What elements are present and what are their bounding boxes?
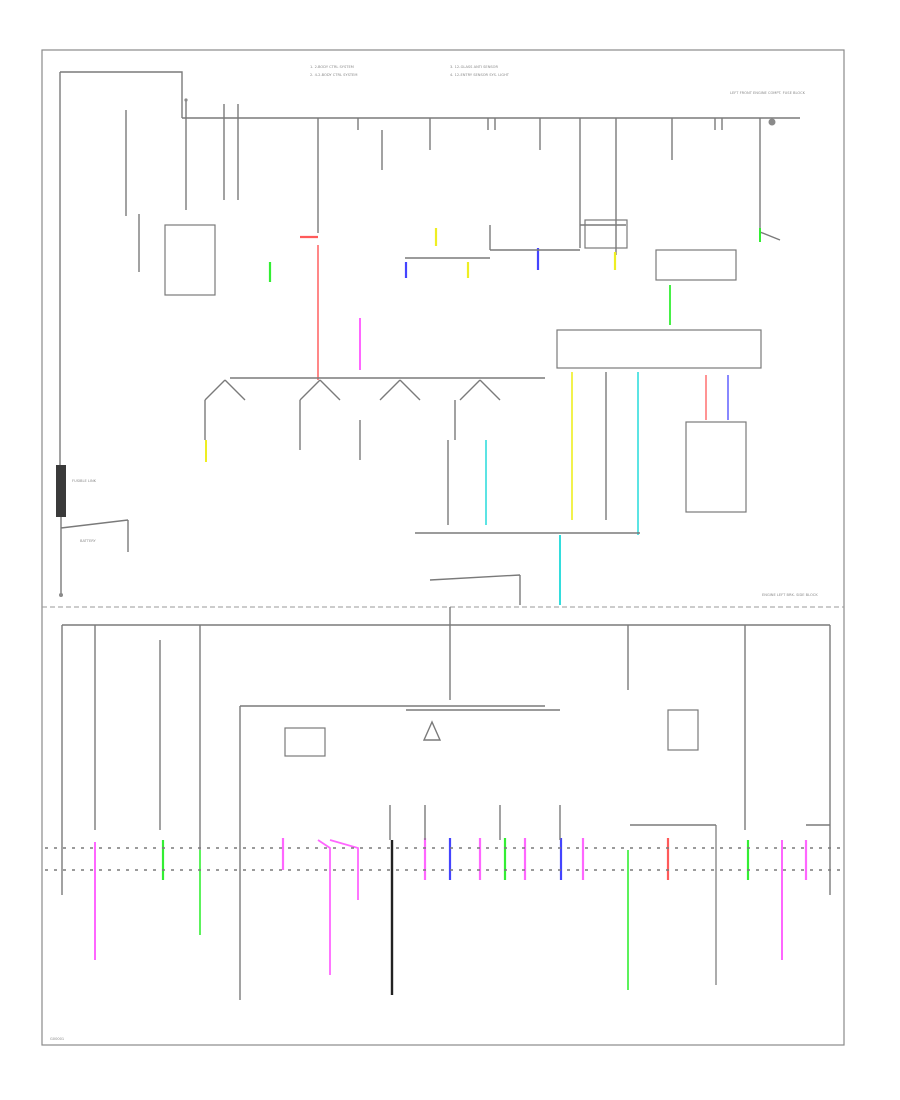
ground-symbol bbox=[422, 720, 442, 741]
control-module bbox=[556, 329, 762, 369]
fuse-drop-3 bbox=[223, 104, 239, 200]
diagram-frame bbox=[41, 49, 845, 1046]
ground-lead bbox=[429, 574, 521, 605]
legend-item-1: 1. 2-BODY CTRL SYSTEM bbox=[310, 65, 354, 69]
lower-right-box bbox=[667, 709, 699, 751]
fusible-label: FUSIBLE LINK bbox=[72, 479, 97, 483]
footer-code: G00001 bbox=[50, 1037, 64, 1041]
mid-right-label: ENGINE LEFT BRK. SIDE BLOCK bbox=[762, 593, 818, 597]
legend-item-4: 4. 12-ENTRY SENSOR SYS. LIGHT bbox=[450, 73, 510, 77]
fuse-drop-7 bbox=[487, 118, 496, 130]
top-right-label: LEFT FRONT ENGINE COMPT. FUSE BLOCK bbox=[730, 91, 806, 95]
fusible-link bbox=[56, 465, 66, 517]
battery-label: BATTERY bbox=[80, 539, 97, 543]
battery-wire bbox=[60, 517, 129, 595]
legend-item-2: 2. 4-2-BODY CTRL SYSTEM bbox=[310, 73, 357, 77]
pink-wire-l4 bbox=[329, 839, 359, 900]
relay-box-center bbox=[584, 219, 628, 249]
switch-group bbox=[204, 379, 501, 460]
relay-center-wires bbox=[489, 224, 626, 251]
bus-feed bbox=[181, 100, 187, 118]
lower-right-wires bbox=[630, 625, 831, 895]
relay-box-left bbox=[164, 224, 216, 296]
legend: 1. 2-BODY CTRL SYSTEM 2. 4-2-BODY CTRL S… bbox=[310, 65, 510, 77]
switch-box-right bbox=[685, 421, 747, 513]
connector-stubs bbox=[389, 805, 561, 840]
connector-row bbox=[45, 847, 840, 871]
fuse-drop-5 bbox=[357, 118, 383, 170]
lower-relay-box bbox=[284, 727, 326, 757]
pink-wire-l3 bbox=[317, 839, 331, 975]
relay-box-right bbox=[655, 249, 737, 281]
legend-item-3: 3. 12-GLASS ANTI SENSOR bbox=[450, 65, 498, 69]
main-feed-wire bbox=[59, 71, 183, 465]
fuse-drop-13 bbox=[759, 118, 781, 241]
fuse-drop-12 bbox=[714, 118, 723, 130]
